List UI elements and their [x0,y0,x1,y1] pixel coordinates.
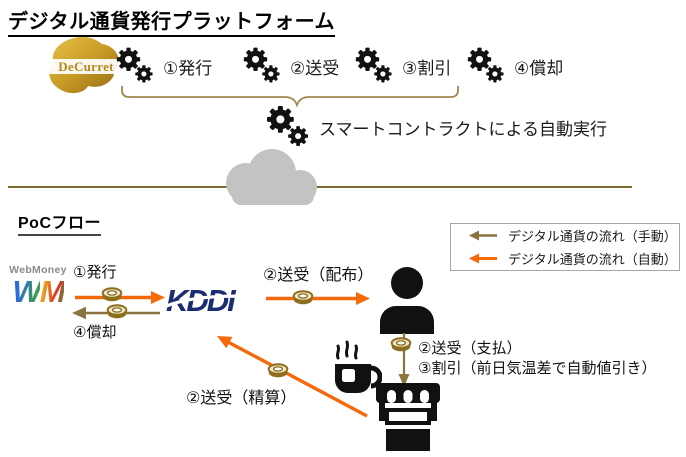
function-label-discount: ③割引 [402,58,452,78]
label-pay: ②送受（支払） [418,340,522,357]
coffee-cup-icon [335,340,382,393]
decurret-logo: DeCurret [44,36,128,101]
manual-flow-arrow-icon [469,230,497,241]
platform-function-discount: ③割引 [355,46,451,86]
legend-label-auto: デジタル通貨の流れ（自動） [508,252,677,267]
cloud-icon [226,149,317,205]
gears-icon [266,105,312,149]
legend: デジタル通貨の流れ（手動） デジタル通貨の流れ（自動） [450,223,680,271]
label-redeem: ④償却 [73,324,117,341]
coin-icon [267,363,289,378]
auto-flow-arrow-icon [469,253,497,264]
function-label-transfer: ②送受 [290,58,340,78]
gears-icon [467,46,507,86]
kddi-wordmark: KDDI [166,283,237,318]
legend-row-auto: デジタル通貨の流れ（自動） [467,249,679,268]
person-icon [380,267,434,334]
brace [121,86,459,108]
arrow-distribute-auto [266,292,370,305]
label-distribute: ②送受（配布） [263,267,374,284]
coin-icon [292,290,314,305]
platform-function-transfer: ②送受 [243,46,339,86]
gears-icon [355,46,395,86]
legend-row-manual: デジタル通貨の流れ（手動） [467,226,679,245]
section-divider [8,186,632,188]
gears-icon [243,46,283,86]
webmoney-mark: WM [2,274,74,309]
coin-icon [390,337,412,352]
decurret-wordmark: DeCurret [58,59,114,74]
function-label-redeem: ④償却 [514,58,564,78]
smart-contract-note: スマートコントラクトによる自動実行 [266,105,607,149]
poc-title: PoCフロー [18,209,102,236]
label-settle: ②送受（精算） [186,390,297,407]
webmoney-w: W [12,274,41,309]
function-label-issue: ①発行 [163,58,213,78]
shop-icon [376,383,440,451]
platform-title: デジタル通貨発行プラットフォーム [8,5,335,37]
legend-label-manual: デジタル通貨の流れ（手動） [508,229,677,244]
webmoney-wordmark: WebMoney [9,264,67,276]
platform-function-redeem: ④償却 [467,46,563,86]
webmoney-m: M [39,274,66,309]
coin-icon [106,304,128,319]
gears-icon [116,46,156,86]
coin-icon [101,287,123,302]
label-discount: ③割引（前日気温差で自動値引き） [418,360,657,377]
smart-contract-label: スマートコントラクトによる自動実行 [319,119,607,139]
decurret-logo-mark: DeCurret [44,36,128,94]
webmoney-logo: WebMoney WM [2,264,74,309]
arrow-settle-auto [217,336,368,418]
label-issue: ①発行 [73,264,117,281]
kddi-logo: KDDI [163,280,267,325]
platform-function-issue: ①発行 [116,46,212,86]
